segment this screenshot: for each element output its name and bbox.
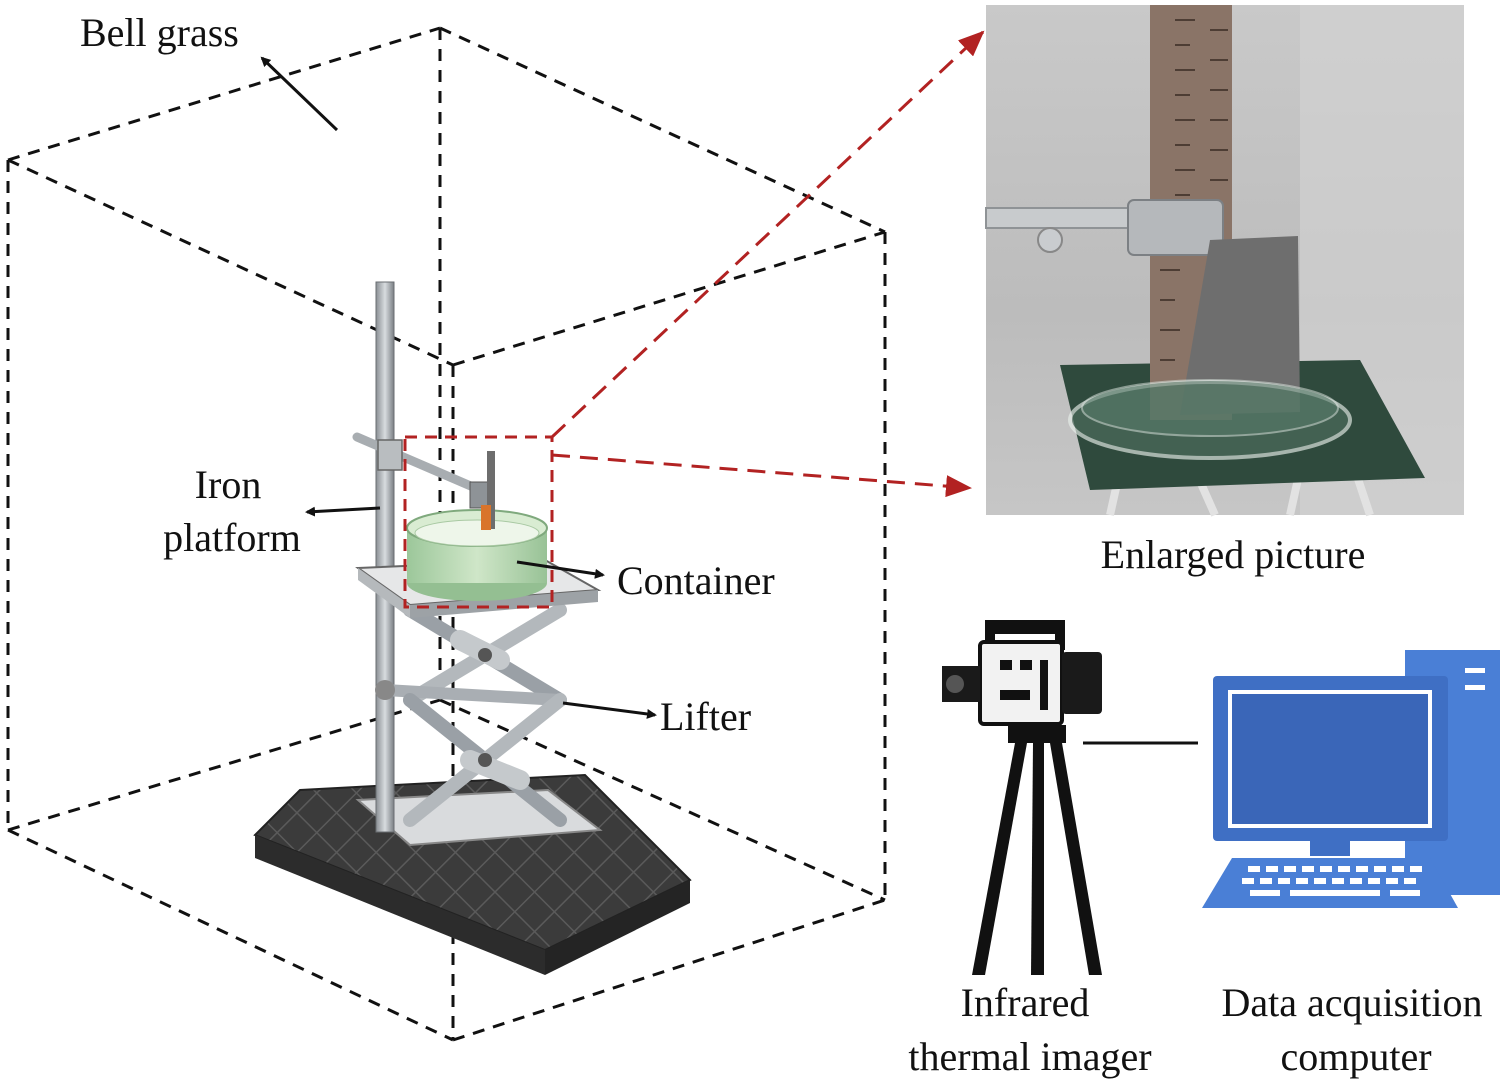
- label-lifter: Lifter: [660, 694, 752, 739]
- container-arrow: [516, 560, 605, 579]
- tripod-icon: [972, 725, 1102, 975]
- lifter-base: [253, 773, 692, 975]
- clamp-arm: [352, 432, 495, 530]
- label-computer-line2: computer: [1280, 1034, 1432, 1079]
- label-infrared-line1: Infrared: [960, 980, 1090, 1025]
- label-infrared-line2: thermal imager: [908, 1034, 1152, 1079]
- label-iron-platform-line2: platform: [163, 515, 301, 560]
- thermal-camera-icon: [942, 620, 1102, 726]
- iron-rod: [375, 281, 395, 833]
- label-iron-platform-line1: Iron: [194, 462, 262, 507]
- lifter-arrow: [562, 701, 657, 719]
- label-bell-grass: Bell grass: [80, 10, 239, 55]
- bell-grass-arrow: [260, 56, 339, 132]
- zoom-indicator: [403, 30, 985, 609]
- scissor-lift: [375, 603, 567, 827]
- label-enlarged-picture: Enlarged picture: [1100, 532, 1366, 577]
- label-container: Container: [617, 558, 775, 603]
- label-computer-line1: Data acquisition: [1221, 980, 1483, 1025]
- enlarged-photo: [985, 5, 1464, 517]
- computer-icon: [1202, 650, 1500, 908]
- iron-platform-arrow: [305, 506, 381, 517]
- container-cylinder: [406, 509, 548, 601]
